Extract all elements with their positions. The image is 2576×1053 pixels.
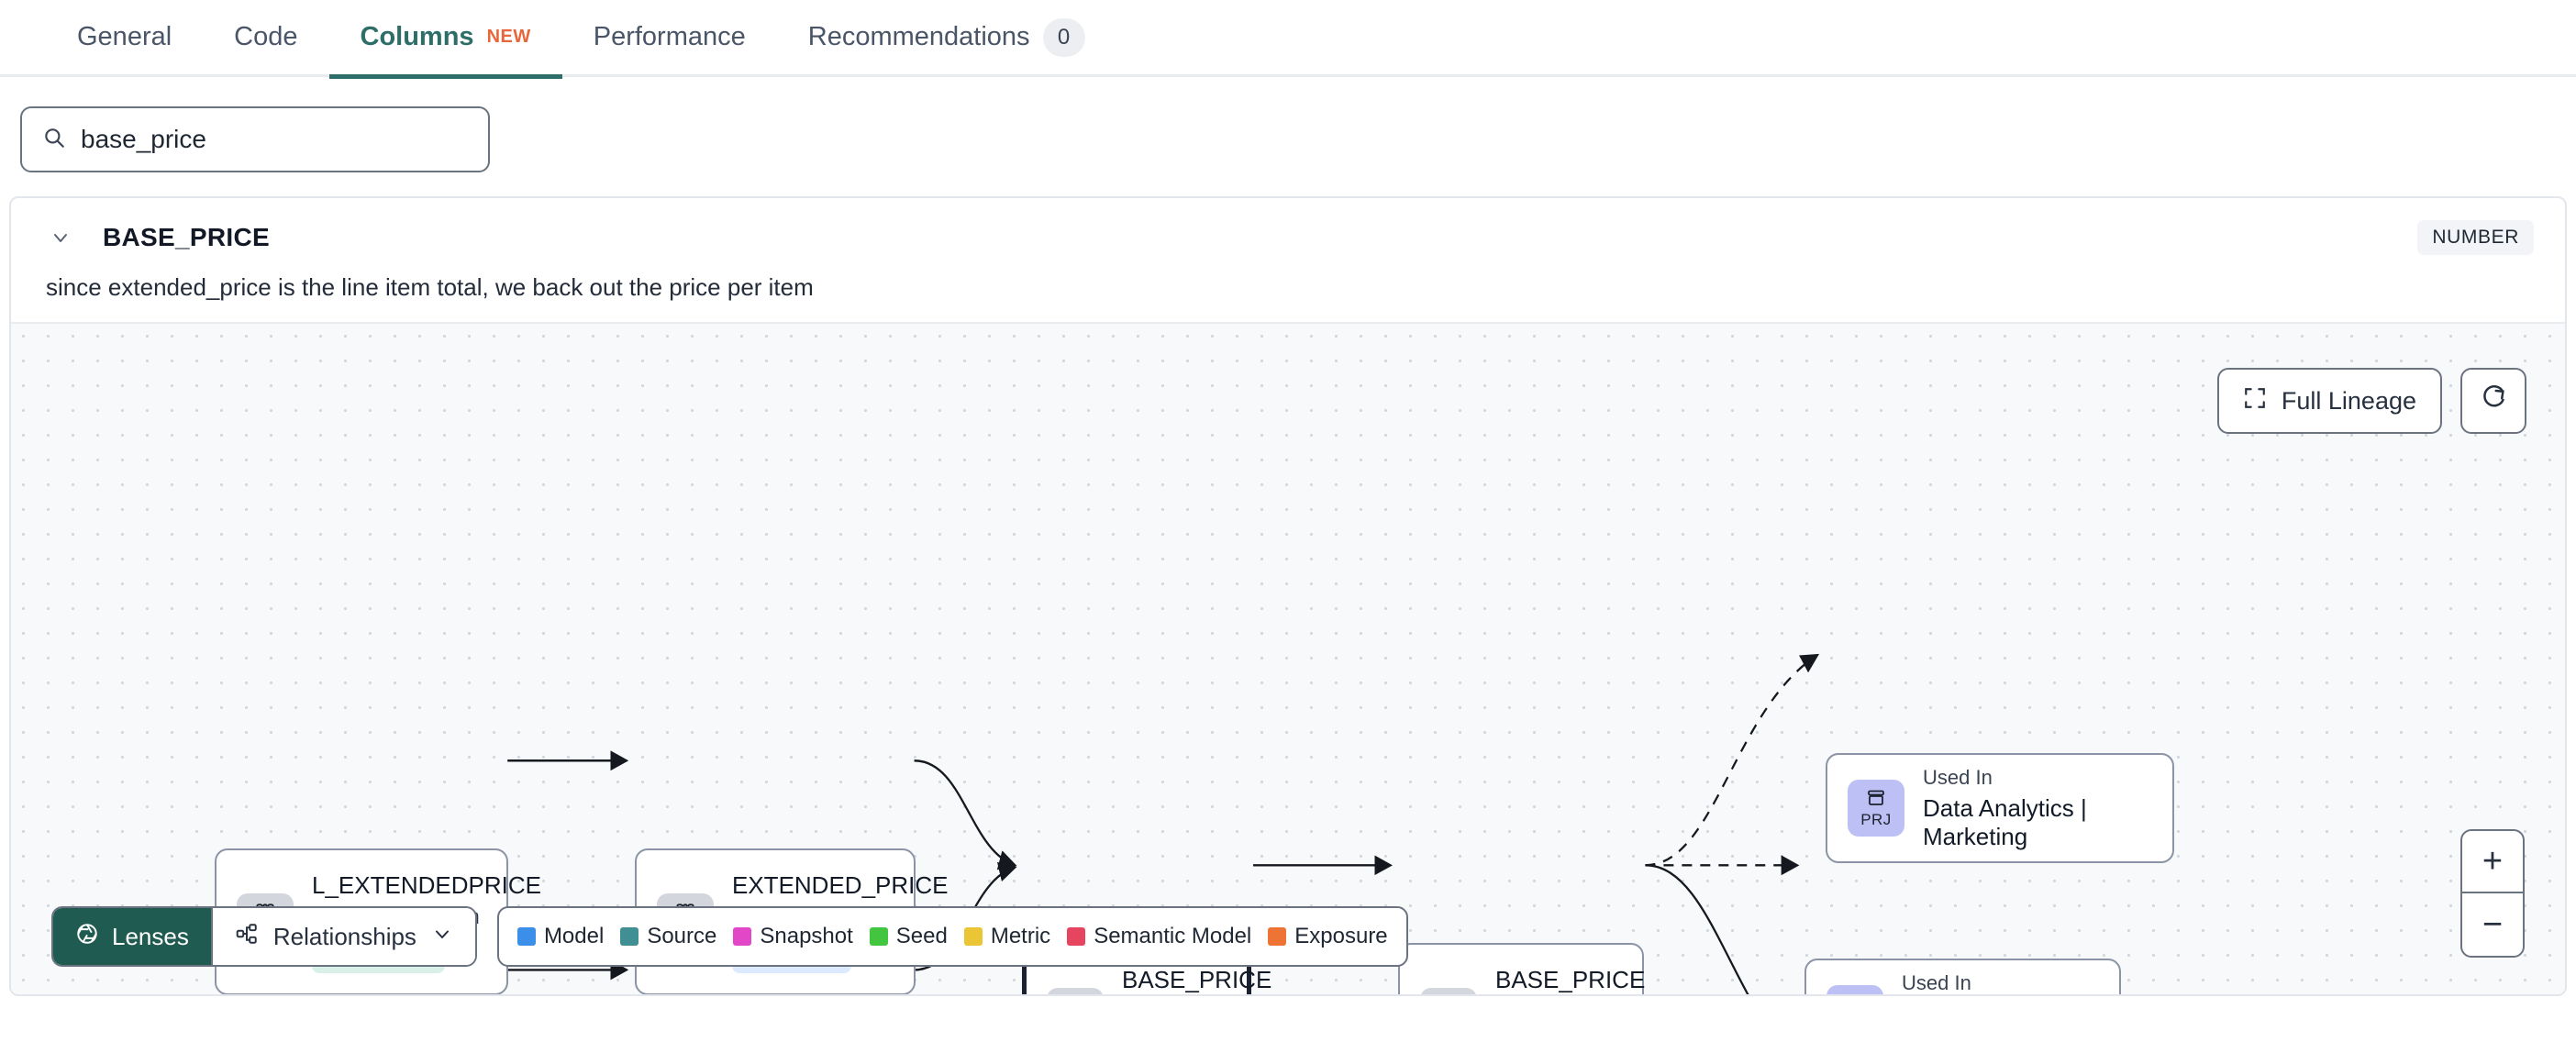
search-box[interactable] xyxy=(20,106,490,172)
legend-label: Source xyxy=(647,924,717,948)
legend-item-semantic-model: Semantic Model xyxy=(1067,924,1251,949)
relationships-dropdown[interactable]: Relationships xyxy=(210,908,475,965)
expand-icon xyxy=(2243,386,2267,416)
project-name: Data Analytics | Marketing xyxy=(1923,793,2087,850)
relationships-label: Relationships xyxy=(272,922,416,950)
legend-item-exposure: Exposure xyxy=(1268,924,1388,949)
col-icon: COL xyxy=(1420,988,1477,994)
legend-swatch xyxy=(1268,927,1287,946)
legend-swatch xyxy=(733,927,752,946)
legend-label: Exposure xyxy=(1294,924,1388,948)
tab-label: General xyxy=(77,22,172,51)
column-type-badge: NUMBER xyxy=(2417,220,2534,255)
refresh-icon xyxy=(2480,384,2507,418)
new-badge: NEW xyxy=(486,27,531,47)
legend-label: Semantic Model xyxy=(1094,924,1252,948)
legend-swatch xyxy=(620,927,639,946)
legend-item-seed: Seed xyxy=(869,924,948,949)
search-input[interactable] xyxy=(81,125,468,154)
aperture-icon xyxy=(75,922,99,952)
hierarchy-icon xyxy=(235,922,259,952)
tab-columns[interactable]: Columns NEW xyxy=(328,0,562,79)
lineage-node-base-price-fct-order-items[interactable]: COL BASE_PRICE fct_order_items MODEL xyxy=(1398,943,1645,995)
column-description: since extended_price is the line item to… xyxy=(46,273,814,301)
used-in-label: Used In xyxy=(1923,765,1993,789)
chevron-down-icon xyxy=(431,923,453,951)
node-title: EXTENDED_PRICE xyxy=(732,870,949,899)
page-title: BASE_PRICE xyxy=(103,223,270,251)
tab-bar: General Code Columns NEW Performance Rec… xyxy=(0,0,2576,79)
zoom-out-button[interactable]: − xyxy=(2482,904,2504,944)
recommendations-count-badge: 0 xyxy=(1042,17,1085,57)
legend-label: Model xyxy=(543,924,605,948)
legend-item-snapshot: Snapshot xyxy=(733,924,853,949)
full-lineage-button[interactable]: Full Lineage xyxy=(2216,368,2442,434)
archive-box-glyph xyxy=(1844,993,1866,995)
full-lineage-label: Full Lineage xyxy=(2281,386,2416,415)
lenses-relationships-group: Lenses Relationships xyxy=(51,906,477,967)
node-type-legend: Model Source Snapshot Seed Metric xyxy=(496,906,1408,967)
search-area xyxy=(0,77,2576,196)
legend-swatch xyxy=(869,927,888,946)
legend-label: Snapshot xyxy=(760,924,853,948)
legend-swatch xyxy=(963,927,983,946)
prj-icon-label: PRJ xyxy=(1860,810,1892,828)
prj-icon: PRJ xyxy=(1827,985,1883,994)
node-body: BASE_PRICE order_items MODEL xyxy=(1122,966,1271,995)
refresh-button[interactable] xyxy=(2460,368,2526,434)
tab-label: Code xyxy=(234,22,298,51)
legend-label: Seed xyxy=(895,924,948,948)
legend-item-source: Source xyxy=(620,924,716,949)
legend-swatch xyxy=(1067,927,1086,946)
column-panel: BASE_PRICE NUMBER since extended_price i… xyxy=(9,196,2567,996)
tab-code[interactable]: Code xyxy=(203,0,328,76)
node-body: Used In Data Analytics | Marketing xyxy=(1923,766,2152,851)
node-title: BASE_PRICE xyxy=(1122,965,1272,993)
tab-label: Recommendations xyxy=(807,22,1030,51)
prj-icon: PRJ xyxy=(1848,780,1904,837)
canvas-bottom-controls: Lenses Relationships xyxy=(51,906,1408,967)
node-title: L_EXTENDEDPRICE xyxy=(312,870,541,899)
legend-item-metric: Metric xyxy=(963,924,1051,949)
node-body: Used In Data Analytics | Sales xyxy=(1902,971,2099,995)
node-body: BASE_PRICE fct_order_items MODEL xyxy=(1495,966,1645,995)
used-in-label: Used In xyxy=(1902,970,1971,994)
legend-item-model: Model xyxy=(516,924,605,949)
archive-box-glyph xyxy=(1865,788,1887,810)
legend-label: Metric xyxy=(990,924,1051,948)
legend-swatch xyxy=(516,927,536,946)
tab-performance[interactable]: Performance xyxy=(562,0,777,76)
tab-general[interactable]: General xyxy=(46,0,203,76)
canvas-top-controls: Full Lineage xyxy=(2216,368,2526,434)
chevron-down-icon[interactable] xyxy=(42,227,79,249)
zoom-controls: + − xyxy=(2460,829,2525,958)
lineage-node-project-sales[interactable]: PRJ Used In Data Analytics | Sales xyxy=(1804,959,2121,994)
col-icon: COL xyxy=(1047,988,1104,994)
search-icon xyxy=(42,126,66,154)
lineage-node-project-marketing[interactable]: PRJ Used In Data Analytics | Marketing xyxy=(1826,753,2174,863)
column-header: BASE_PRICE NUMBER xyxy=(11,198,2565,255)
tab-label: Columns xyxy=(360,22,474,51)
tab-label: Performance xyxy=(593,22,746,51)
zoom-in-button[interactable]: + xyxy=(2462,831,2523,893)
tab-recommendations[interactable]: Recommendations 0 xyxy=(777,0,1116,76)
lenses-button[interactable]: Lenses xyxy=(53,908,211,965)
node-title: BASE_PRICE xyxy=(1495,965,1646,993)
lenses-label: Lenses xyxy=(112,922,189,950)
